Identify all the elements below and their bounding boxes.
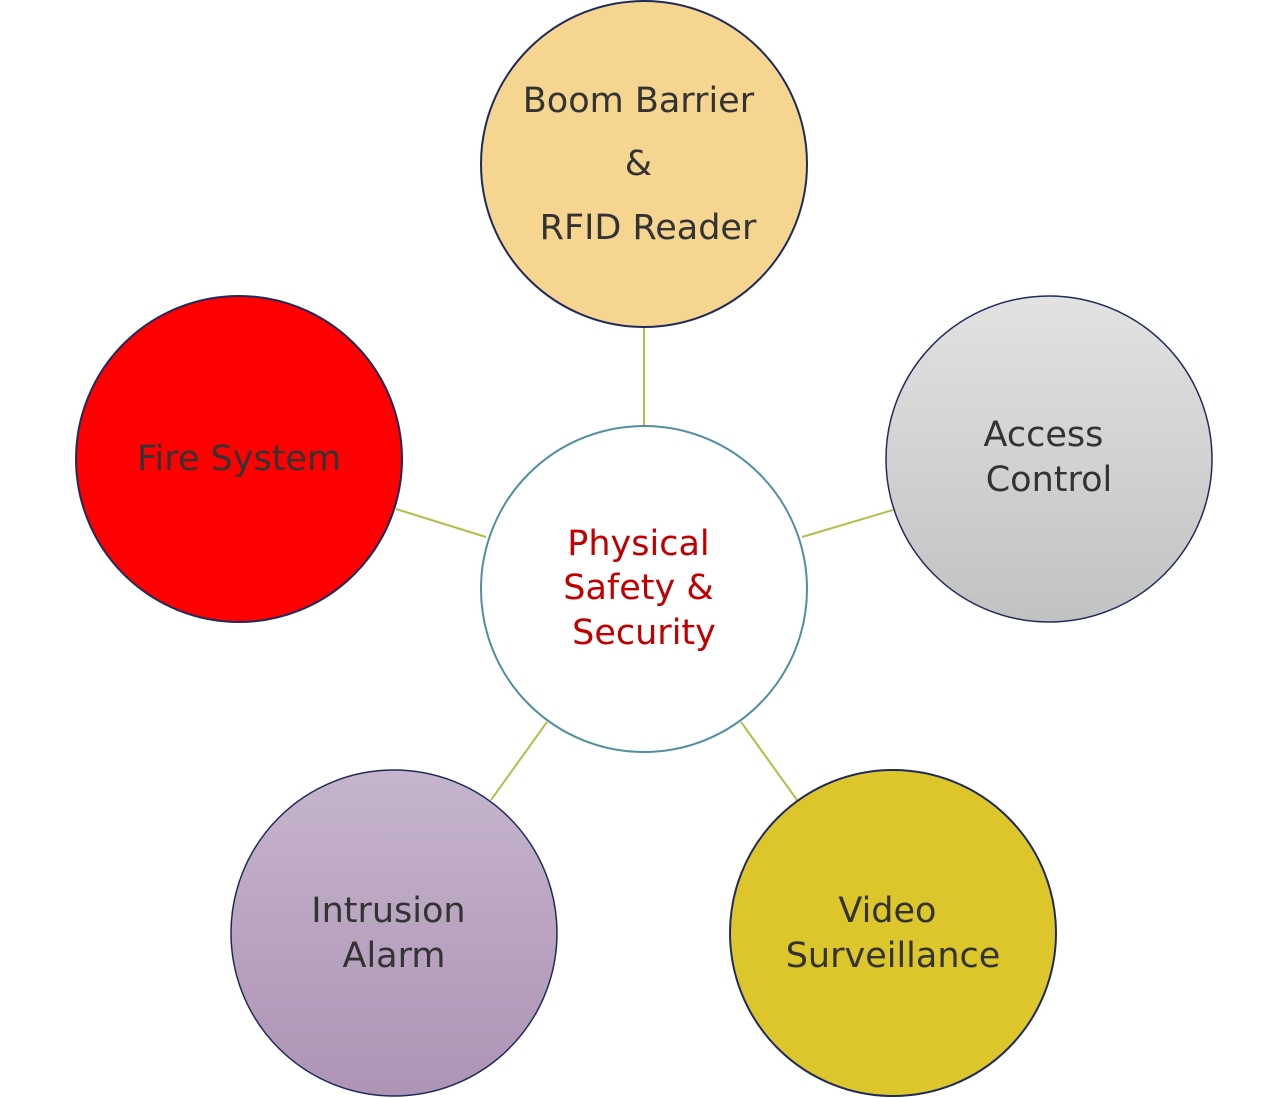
access-control-label-line-2: Control [986, 460, 1113, 500]
connectors [395, 328, 894, 801]
boom-barrier-circle [480, 0, 808, 328]
fire-system-circle [75, 295, 403, 623]
access-control-node: Access Control [885, 295, 1213, 623]
center-label-line-1: Physical [567, 524, 709, 564]
boom-barrier-node: Boom Barrier & RFID Reader [480, 0, 808, 328]
center-label-line-3: Security [572, 613, 716, 653]
intrusion-alarm-node: Intrusion Alarm [230, 769, 558, 1097]
connector-intrusion-alarm [490, 721, 548, 801]
fire-system-label: Fire System [137, 439, 341, 479]
boom-barrier-label: Boom Barrier & RFID Reader [523, 81, 765, 248]
video-surveillance-label: Video Surveillance [786, 891, 1001, 976]
intrusion-alarm-label-line-1: Intrusion [311, 891, 465, 931]
access-control-circle [885, 295, 1213, 623]
center-node: Physical Safety & Security [480, 425, 808, 753]
center-label: Physical Safety & Security [563, 524, 725, 653]
access-control-label-line-1: Access [984, 415, 1104, 455]
fire-system-node: Fire System [75, 295, 403, 623]
video-surveillance-label-line-2: Surveillance [786, 936, 1001, 976]
boom-barrier-label-line-3: RFID Reader [540, 208, 757, 248]
video-surveillance-node: Video Surveillance [729, 769, 1057, 1097]
access-control-label: Access Control [984, 415, 1115, 500]
boom-barrier-label-line-1: Boom Barrier [523, 81, 755, 121]
video-surveillance-label-line-1: Video [838, 891, 936, 931]
fire-system-label-line-1: Fire System [137, 439, 341, 479]
center-label-line-2: Safety & [563, 568, 713, 608]
video-surveillance-circle [729, 769, 1057, 1097]
center-circle [480, 425, 808, 753]
intrusion-alarm-circle [230, 769, 558, 1097]
connector-access-control [801, 509, 894, 538]
boom-barrier-label-line-2: & [625, 144, 652, 184]
intrusion-alarm-label: Intrusion Alarm [311, 891, 477, 976]
intrusion-alarm-label-line-2: Alarm [343, 936, 446, 976]
connector-video-surveillance [740, 721, 798, 801]
connector-fire-system [395, 508, 487, 538]
